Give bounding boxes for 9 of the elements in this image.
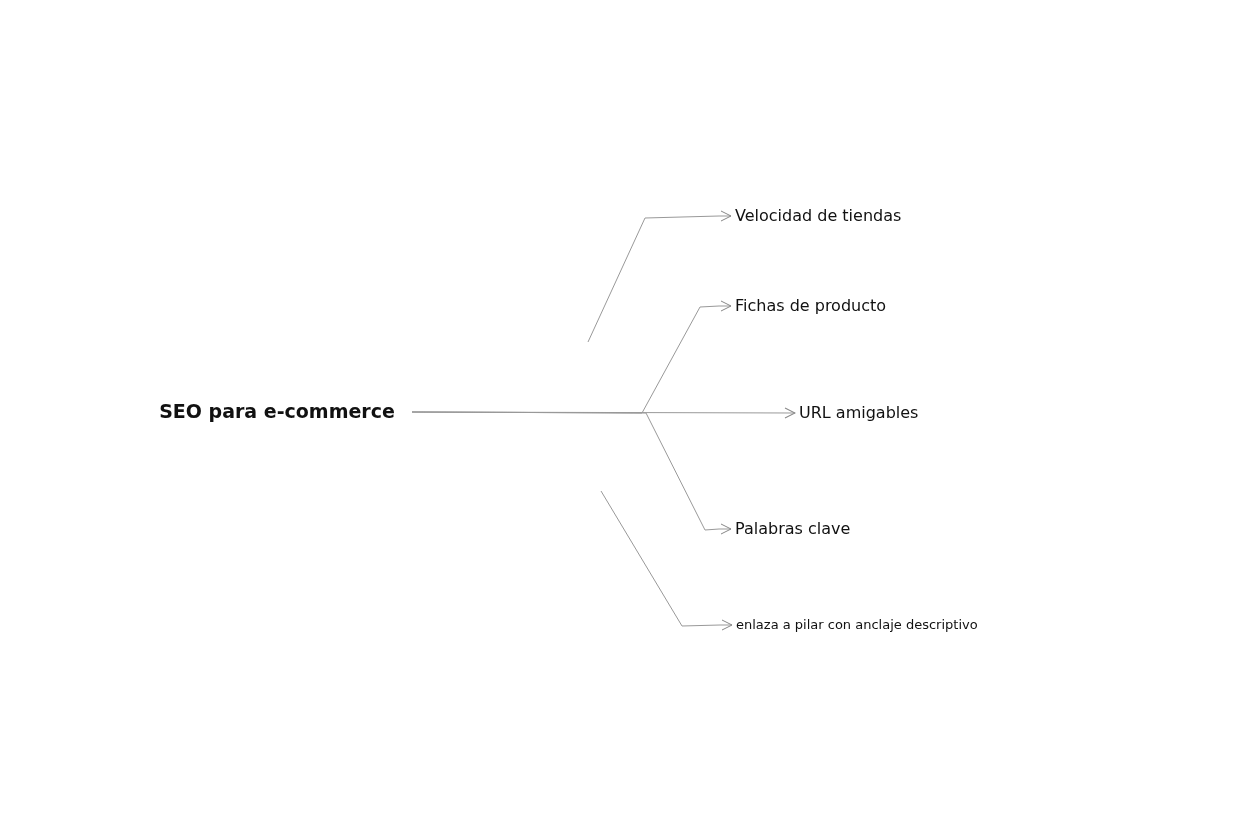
arrow — [600, 490, 733, 631]
branch-topic: Fichas de producto — [735, 296, 955, 316]
arrow — [411, 411, 732, 535]
branch-topic: enlaza a pilar con anclaje descriptivo — [736, 617, 1036, 633]
branch-topic: URL amigables — [799, 403, 979, 423]
arrow — [587, 210, 732, 343]
branch-topic: Velocidad de tiendas — [735, 206, 955, 226]
branch-topic: Palabras clave — [735, 519, 935, 539]
central-topic: SEO para e-commerce — [142, 400, 412, 424]
